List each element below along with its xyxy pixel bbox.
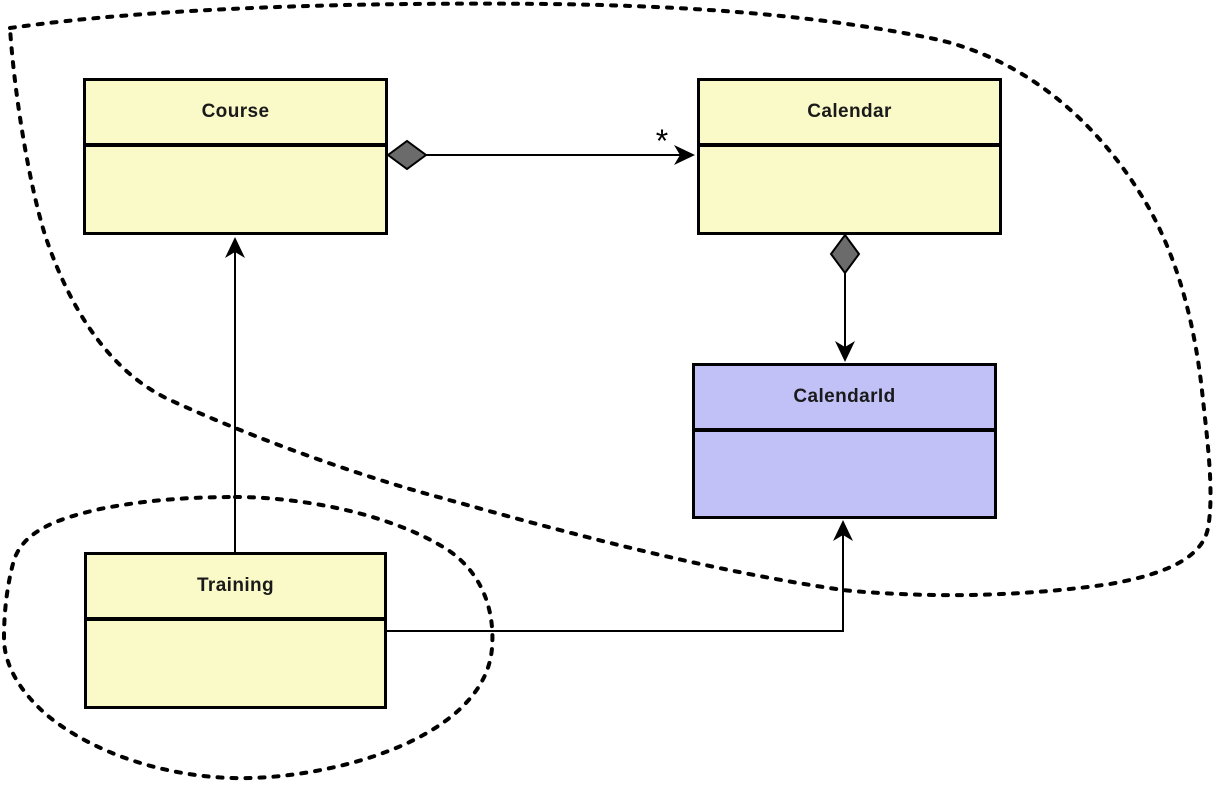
calendar-composition-diamond-icon (829, 233, 861, 275)
class-calendarid-name: CalendarId (793, 386, 896, 407)
class-calendar: Calendar (697, 78, 1002, 235)
class-calendarid-title-compartment: CalendarId (695, 366, 994, 432)
course-bottom-arrowhead-icon (225, 237, 245, 258)
training-boundary-ellipse (1, 494, 495, 781)
class-course-title-compartment: Course (86, 81, 385, 147)
class-calendarid-attributes (695, 432, 994, 516)
calendarid-bottom-arrowhead-icon (833, 520, 853, 541)
group-boundary-outline (7, 1, 1213, 598)
class-calendar-name: Calendar (807, 101, 892, 122)
calendar-multiplicity-label: * (655, 123, 669, 159)
class-training-title-compartment: Training (87, 555, 384, 621)
class-course-name: Course (201, 101, 270, 122)
course-composition-diamond-icon (386, 139, 428, 171)
calendarid-top-arrowhead-icon (835, 341, 855, 362)
class-training-name: Training (196, 575, 275, 596)
calendar-arrowhead-icon (674, 145, 695, 165)
class-course-attributes (86, 147, 385, 232)
class-course: Course (83, 78, 388, 235)
training-calendarid-line (387, 522, 844, 632)
class-calendar-title-compartment: Calendar (700, 81, 999, 147)
class-calendarid: CalendarId (692, 363, 997, 519)
class-training-attributes (87, 621, 384, 706)
class-training: Training (84, 552, 387, 709)
class-calendar-attributes (700, 147, 999, 232)
